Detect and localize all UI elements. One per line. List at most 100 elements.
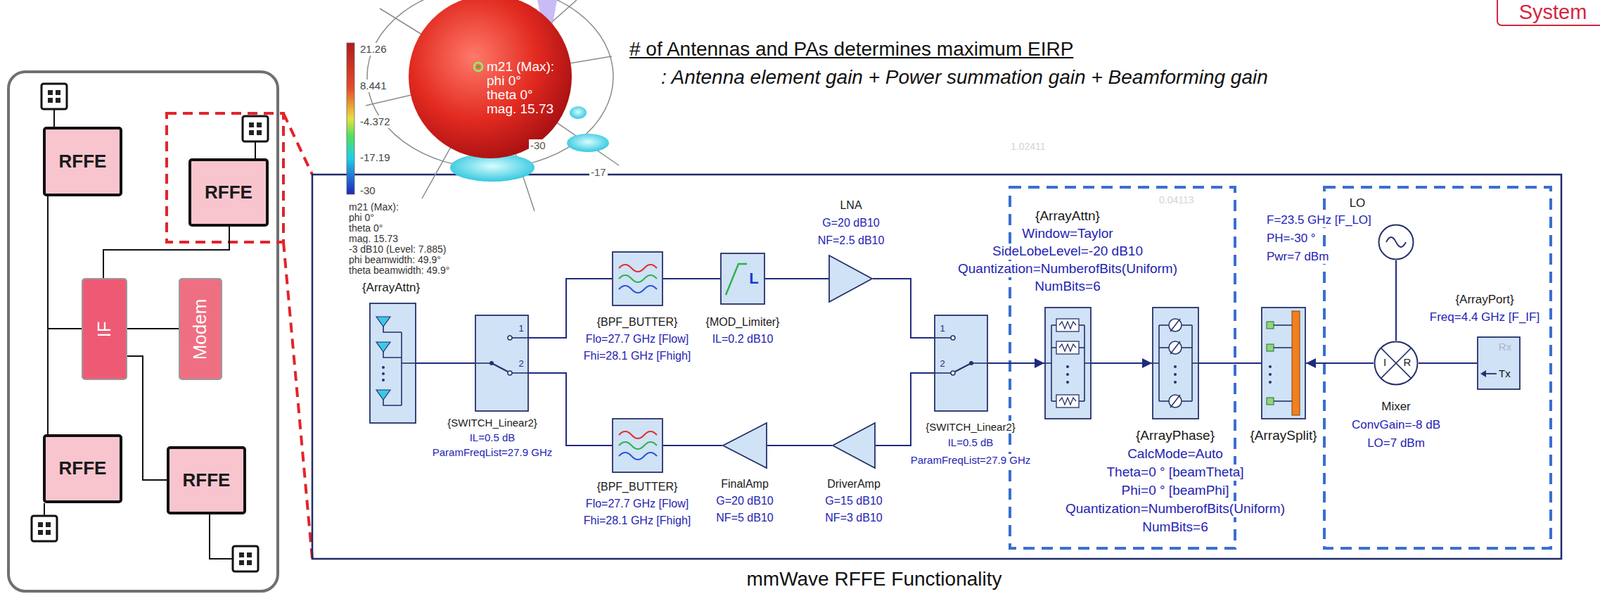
parameter-value: Freq=4.4 GHz [F_IF] (1428, 310, 1541, 325)
symbol-body (720, 253, 765, 304)
zoom-line (283, 241, 313, 559)
symbol-line (971, 362, 989, 364)
ellipsis-dot (381, 372, 385, 375)
component-name: R (1403, 355, 1412, 369)
array-splitter-symbol (1261, 306, 1307, 420)
marker-readout: theta 0° (486, 87, 534, 104)
array-port: {ArrayPort}Freq=4.4 GHz [F_IF]RxTx (1476, 336, 1521, 390)
symbol-line (1170, 341, 1181, 354)
signal-wire (528, 278, 612, 338)
phase-cell (1168, 318, 1182, 332)
contour-value: -17 (589, 165, 608, 179)
symbol-body (612, 251, 663, 306)
antenna-icon-cell (239, 559, 245, 565)
pin-number: 2 (939, 357, 945, 370)
ellipsis-dot (1268, 372, 1272, 376)
symbol-line (725, 263, 747, 295)
sine-wave (1386, 237, 1406, 247)
antenna-icon (41, 83, 67, 110)
local-oscillator: LOF=23.5 GHz [F_LO]PH=-30 °Pwr=7 dBm (1377, 223, 1415, 261)
antenna-icon-cell (246, 552, 252, 558)
contour-value: -30 (528, 139, 548, 152)
caption: mmWave RFFE Functionality (746, 566, 1002, 591)
symbol-line (1170, 318, 1181, 332)
parameter-value: Quantization=NumberofBits(Uniform) (1064, 500, 1287, 517)
modem-block: Modem (178, 277, 223, 380)
antenna-icon-cell (256, 130, 262, 136)
feed-line (254, 141, 256, 159)
symbol-line (1159, 346, 1169, 349)
subtitle: : Antenna element gain + Power summation… (661, 65, 1269, 90)
symbol-line (1051, 400, 1057, 402)
signal-wire (528, 372, 612, 446)
symbol-line (1152, 362, 1160, 364)
symbol-line (1273, 346, 1292, 349)
feed-line (209, 514, 233, 559)
parameter-value: Theta=0 ° [beamTheta] (1104, 464, 1245, 481)
symbol-line (512, 372, 529, 374)
symbol-line (1059, 397, 1077, 405)
symbol-line (1181, 324, 1193, 326)
signal-wire (765, 277, 829, 280)
signal-wire (875, 372, 934, 446)
slide-title: # of Antennas and PAs determines maximum… (629, 37, 1074, 62)
component-name: {ArrayAttn} (360, 280, 422, 295)
component-name: {MOD_Limiter} (704, 315, 782, 329)
attenuator-cell (1056, 318, 1079, 332)
symbol-line (1192, 362, 1200, 364)
parameter-value: NF=3 dB10 (823, 510, 884, 524)
component-name: I (1383, 355, 1387, 369)
attenuator-cell (1056, 394, 1079, 408)
parameter-value: Flo=27.7 GHz [Flow] (584, 496, 690, 510)
rffe-block: RFFE (188, 158, 269, 227)
combiner-bar (1291, 310, 1300, 415)
antenna-element (376, 341, 391, 352)
symbol-line (1485, 372, 1497, 375)
symbol-body (369, 303, 416, 423)
symbol-line (474, 362, 492, 364)
antenna-element (376, 389, 391, 400)
block-label: RFFE (59, 457, 107, 479)
signal-wire (663, 277, 721, 280)
antenna-icon-cell (47, 97, 53, 103)
parameter-value: Fhi=28.1 GHz [Fhigh] (582, 513, 693, 527)
array-attenuator: {ArrayAttn}Window=TaylorSideLobeLevel=-2… (1044, 306, 1092, 420)
signal-wire (103, 226, 230, 278)
switch-contact (507, 370, 512, 375)
parameter-value: Fhi=28.1 GHz [Fhigh] (582, 348, 693, 363)
side-lobe (569, 106, 587, 119)
filter-wave (618, 285, 657, 293)
symbol-body (612, 418, 663, 472)
antenna-icon-cell (55, 90, 61, 95)
antenna-array: {ArrayAttn} (369, 302, 417, 424)
array-attenuator-symbol (1044, 306, 1092, 420)
array-phase-shifter-symbol (1152, 306, 1200, 420)
symbol-line (1273, 400, 1292, 402)
parameter-value: IL=0.5 dB (946, 436, 996, 449)
pin-number: 1 (518, 322, 524, 335)
split-port (1266, 343, 1274, 351)
phase-cell (1168, 341, 1182, 354)
antenna-icon-cell (246, 559, 252, 565)
symbol-line (1181, 400, 1193, 402)
pattern-grid-ring (367, 0, 614, 169)
signal-wire (1395, 260, 1397, 341)
mixer: IRMixerConvGain=-8 dBLO=7 dBm (1373, 340, 1419, 386)
attenuator-cell (1056, 341, 1079, 354)
if-block: IF (81, 277, 128, 380)
parameter-value: NumBits=6 (1033, 278, 1102, 295)
parameter-value: NF=2.5 dB10 (816, 233, 887, 247)
phase-cell (1168, 394, 1182, 408)
mixer-symbol (1373, 340, 1419, 386)
antenna-icon (31, 515, 57, 541)
antenna-icon-cell (256, 122, 262, 128)
signal-wire (663, 444, 723, 446)
symbol-body (1261, 307, 1306, 419)
signal-wire (47, 196, 82, 329)
feed-line (53, 109, 55, 127)
ellipsis-dot (1173, 365, 1177, 368)
component-name: DriverAmp (825, 476, 882, 491)
parameter-value: Phi=0 ° [beamPhi] (1120, 482, 1231, 499)
filter-wave (618, 264, 657, 272)
